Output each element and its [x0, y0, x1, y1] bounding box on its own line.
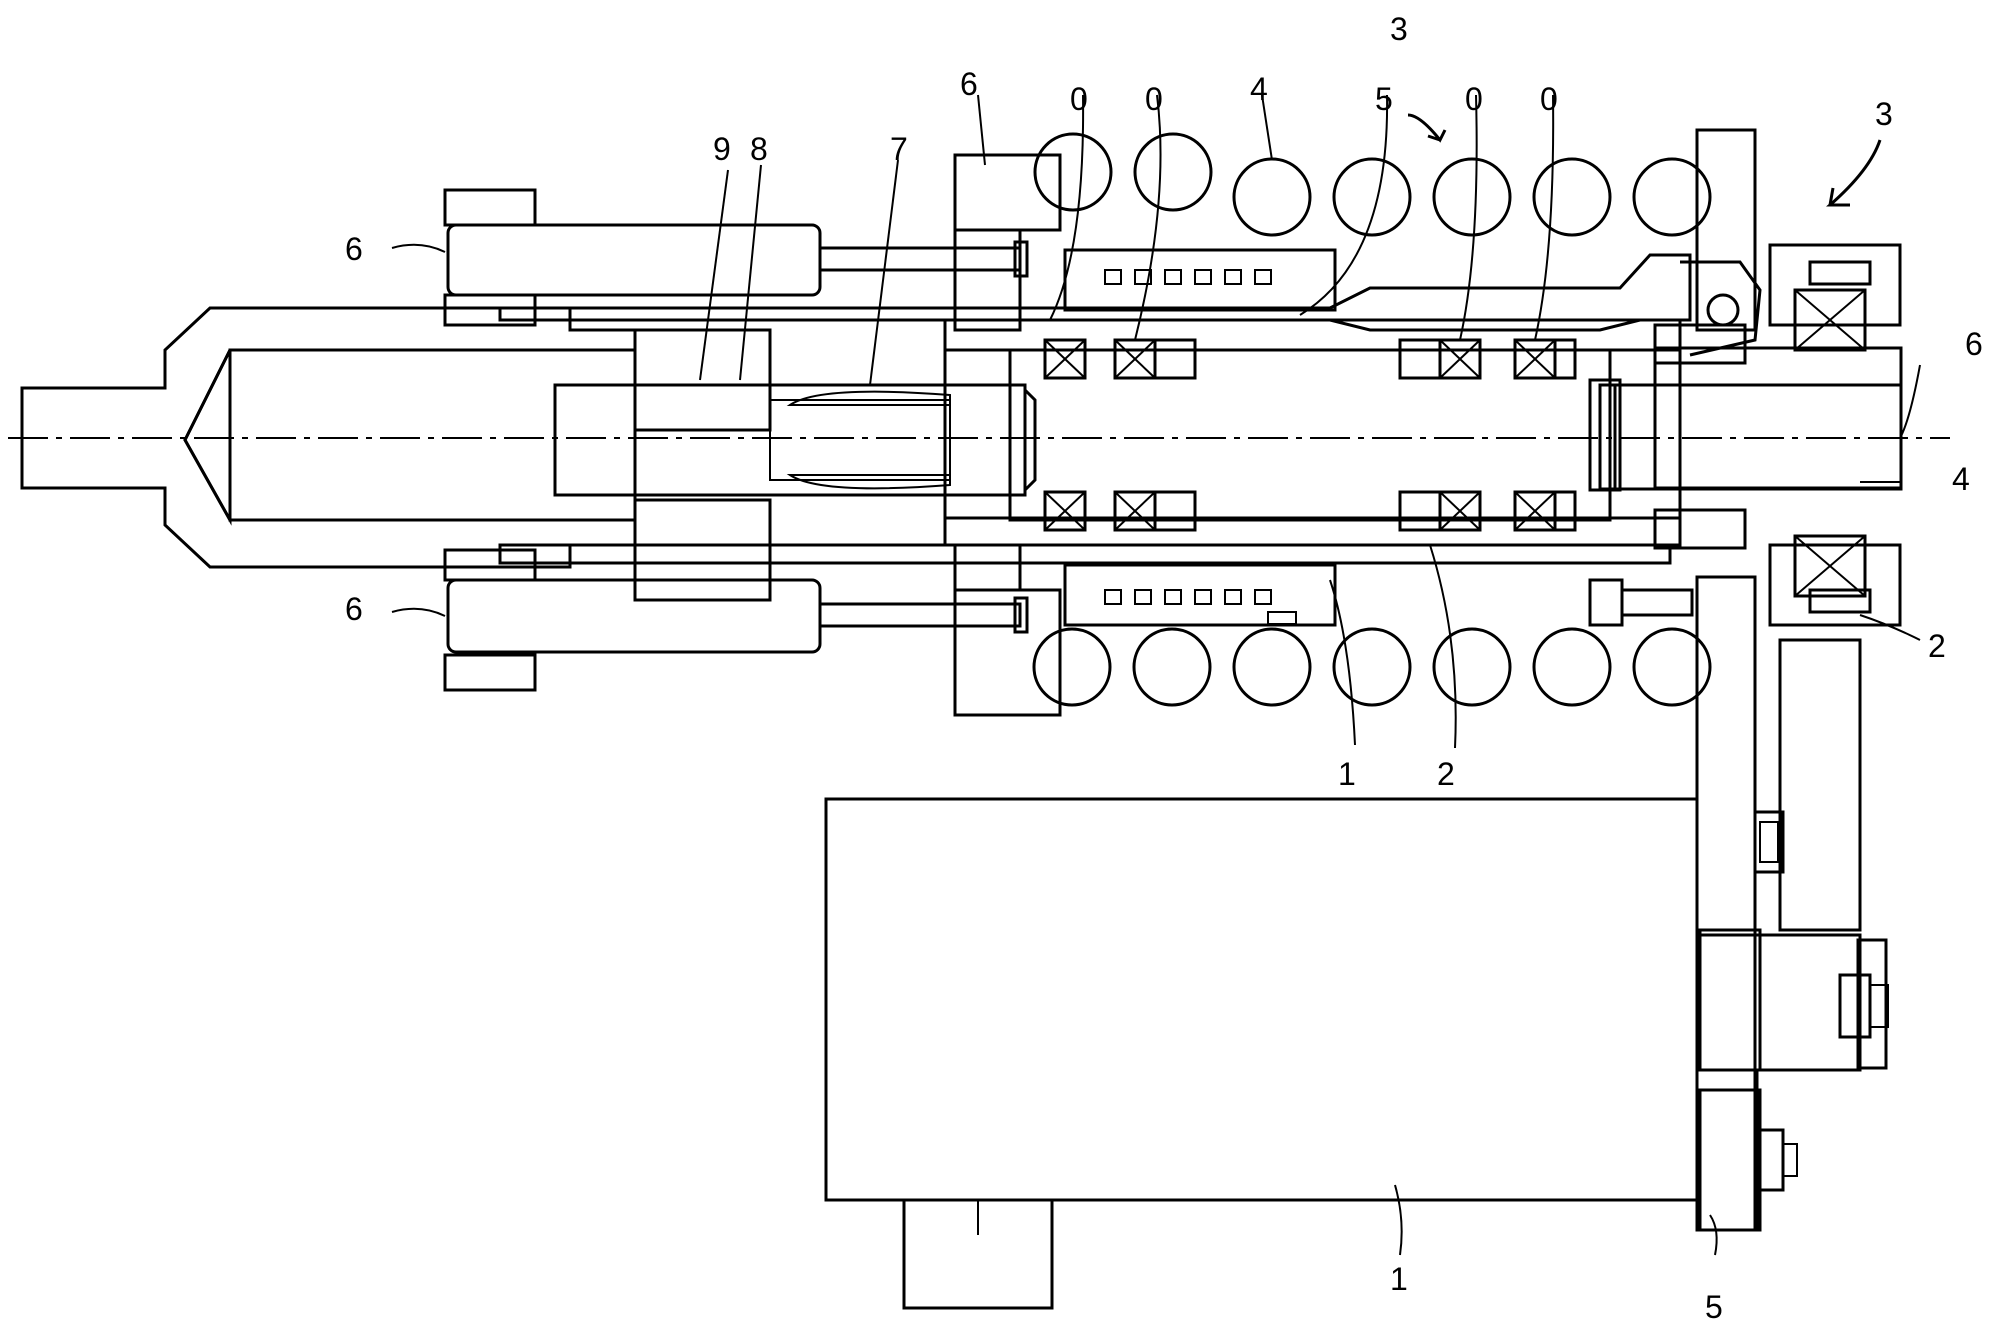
- label-5-top: 5: [1375, 81, 1393, 117]
- bolt-icon: [1753, 810, 1889, 1192]
- main-shaft: [1008, 348, 1622, 522]
- label-4-top: 4: [1250, 71, 1268, 107]
- label-6-top-left: 6: [345, 231, 363, 267]
- gas-spring-top: [446, 223, 1029, 297]
- label-2-right: 2: [1928, 628, 1946, 664]
- motor-housing: [824, 797, 1699, 1310]
- bolt-icon: [1588, 578, 1694, 627]
- push-tube: [20, 306, 637, 569]
- leader-arrow-icon: [391, 94, 1921, 1256]
- label-0-a: 0: [1070, 81, 1088, 117]
- label-3-top: 3: [1390, 11, 1408, 47]
- spring-coil-section-icon: [1032, 132, 1712, 707]
- label-6-bottom-left: 6: [345, 591, 363, 627]
- end-bearing-housing: [1768, 243, 1902, 627]
- reference-labels: 6 6 6 9 8 7 0 0 4 5 3 0 0 3 6 4 2 1 2 1 …: [345, 11, 1983, 1325]
- label-9: 9: [713, 131, 731, 167]
- gas-spring-bottom: [446, 578, 1029, 654]
- label-0-b: 0: [1145, 81, 1163, 117]
- label-8: 8: [750, 131, 768, 167]
- mounting-plate: [1695, 128, 1888, 1232]
- label-4-right: 4: [1952, 461, 1970, 497]
- gear-wheel: [1778, 638, 1862, 932]
- outer-tube: [498, 253, 1762, 565]
- bearing-cross-icon: [1043, 338, 1577, 532]
- spring-flange: [953, 153, 1062, 717]
- label-0-d: 0: [1540, 81, 1558, 117]
- threaded-spindle: [553, 383, 1037, 497]
- spindle-nut: [633, 328, 772, 602]
- label-2-mid: 2: [1437, 756, 1455, 792]
- splined-shaft: [1598, 323, 1903, 550]
- label-0-c: 0: [1465, 81, 1483, 117]
- label-6-right: 6: [1965, 326, 1983, 362]
- label-7: 7: [890, 131, 908, 167]
- left-flange: [443, 188, 537, 692]
- label-3-right: 3: [1875, 96, 1893, 132]
- label-1-mid: 1: [1338, 756, 1356, 792]
- label-6-top-mid: 6: [960, 66, 978, 102]
- label-5-bottom: 5: [1705, 1289, 1723, 1325]
- label-1-bottom: 1: [1390, 1261, 1408, 1297]
